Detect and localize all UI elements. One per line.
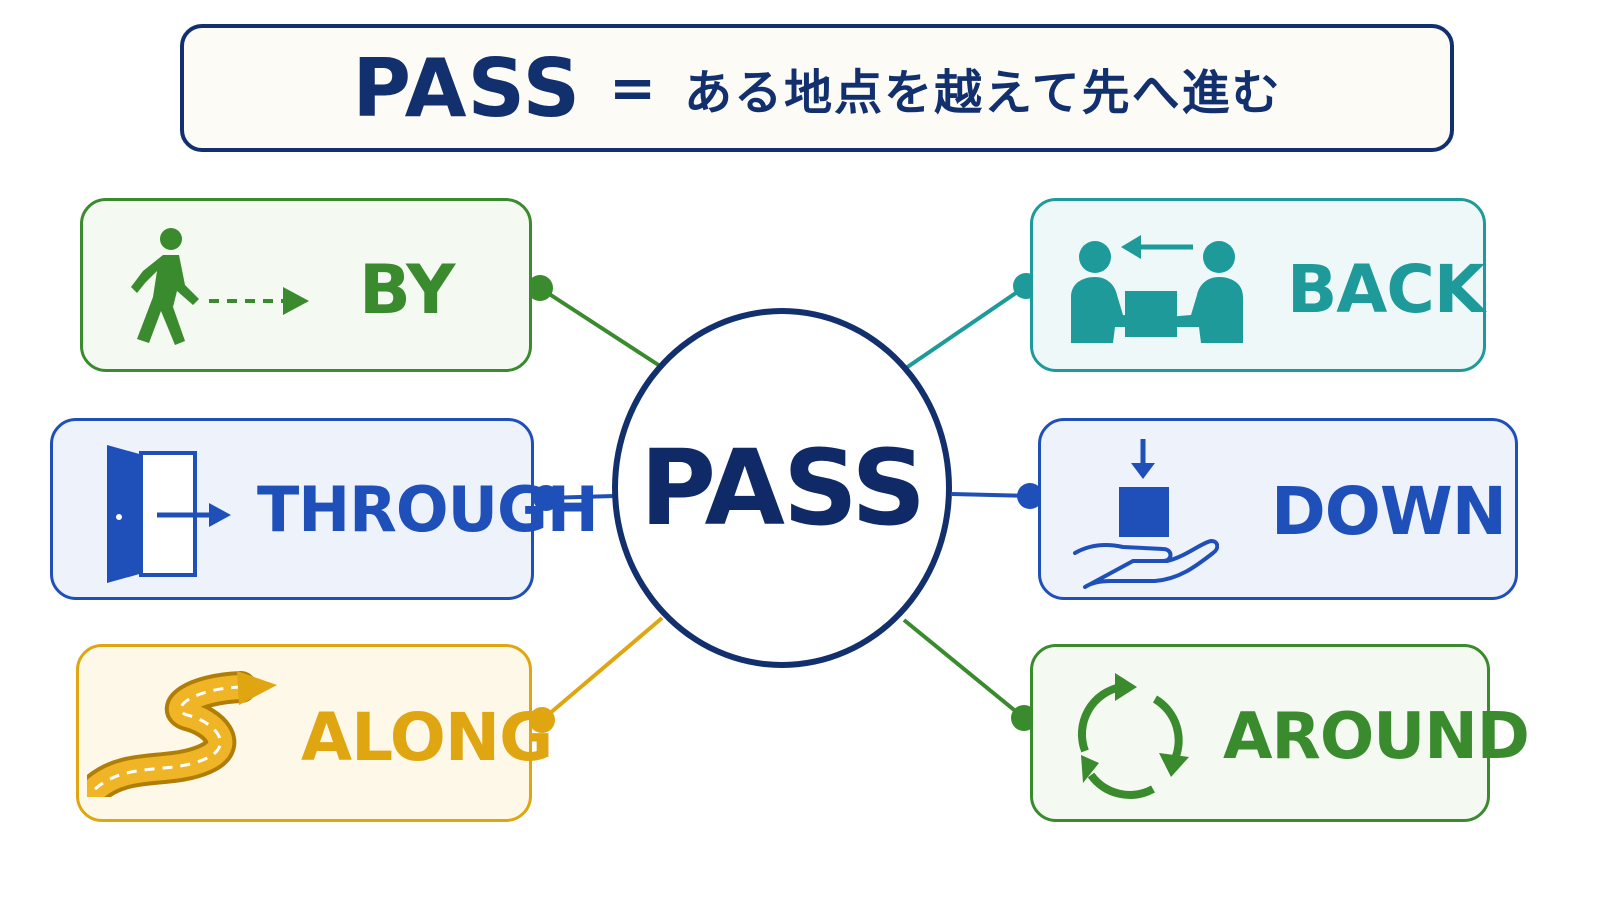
connector-along <box>540 616 664 722</box>
hub-label: PASS <box>639 427 926 549</box>
card-label-down: DOWN <box>1271 473 1507 550</box>
card-by: BY <box>80 198 532 372</box>
connector-down <box>951 492 1031 498</box>
card-label-through: THROUGH <box>257 473 599 546</box>
connector-dot-down <box>1017 483 1043 509</box>
title-word: PASS <box>352 41 582 135</box>
connector-dot-through <box>533 485 559 511</box>
card-along: ALONG <box>76 644 553 822</box>
card-through: THROUGH <box>50 418 599 600</box>
door-arrow-icon <box>107 445 231 583</box>
title-equals: = <box>609 55 657 121</box>
card-label-back: BACK <box>1287 251 1485 328</box>
card-label-around: AROUND <box>1223 700 1530 774</box>
connector-dot-by <box>527 275 553 301</box>
card-down: DOWN <box>1038 418 1518 600</box>
connector-dot-along <box>529 707 555 733</box>
box-into-hand-icon <box>1073 439 1219 589</box>
connector-back <box>904 284 1028 370</box>
card-label-by: BY <box>359 251 455 330</box>
walking-person-arrow-icon <box>131 228 309 345</box>
card-label-along: ALONG <box>301 699 553 776</box>
winding-road-icon <box>87 671 277 797</box>
title-meaning: ある地点を越えて先へ進む <box>684 65 1282 121</box>
title-banner: PASS = ある地点を越えて先へ進む <box>180 24 1454 152</box>
cycle-arrows-icon <box>1077 673 1189 799</box>
card-around: AROUND <box>1030 644 1530 822</box>
card-back: BACK <box>1030 198 1486 372</box>
connector-around <box>902 618 1026 720</box>
people-handing-box-icon <box>1071 235 1243 343</box>
hub-circle: PASS <box>612 308 952 668</box>
connector-by <box>538 286 662 368</box>
